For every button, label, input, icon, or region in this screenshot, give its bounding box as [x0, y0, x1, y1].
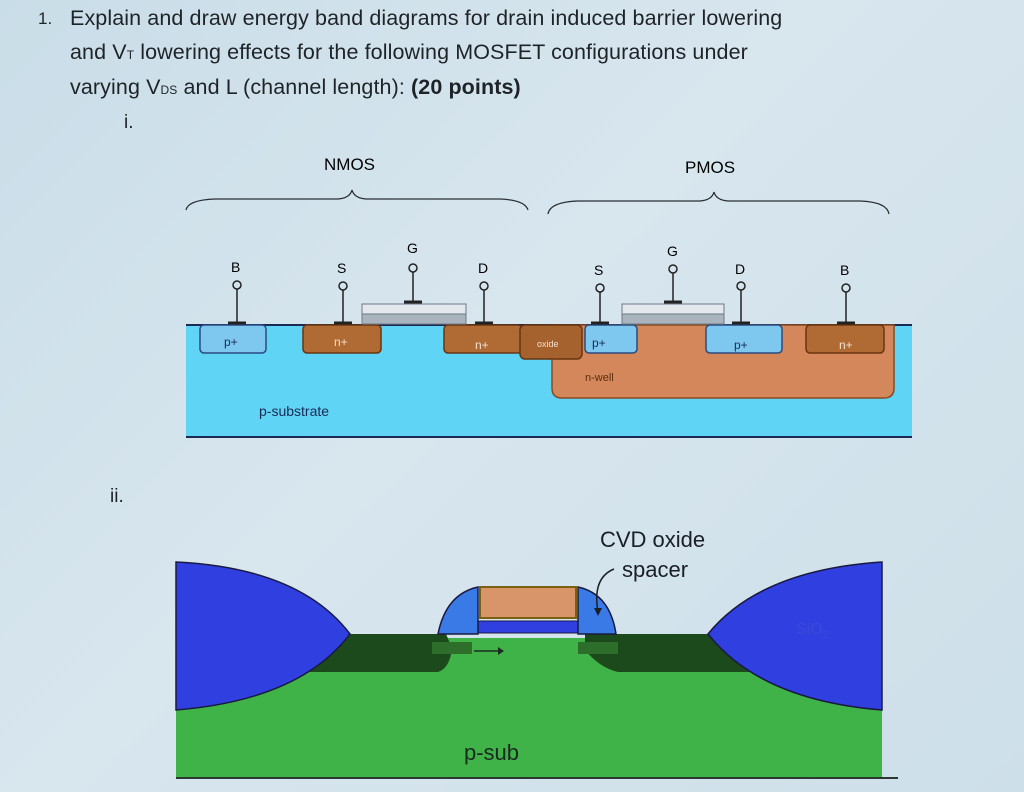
sio2-subscript: 2 — [823, 630, 829, 641]
nmos-b-letter: B — [231, 259, 240, 275]
pmos-label: PMOS — [685, 158, 735, 177]
part-i-label: i. — [124, 112, 134, 133]
p-sub-label: p-sub — [464, 740, 519, 765]
vds-subscript: DS — [160, 83, 178, 97]
spacer-pointer-head — [594, 608, 602, 616]
label-nmos-drain-n-plus: n+ — [475, 338, 489, 352]
pmos-g-letter: G — [667, 243, 678, 259]
label-p-substrate: p-substrate — [259, 403, 329, 419]
q2-b: lowering effects for the following MOSFE… — [134, 40, 748, 64]
drain-ldd — [578, 642, 618, 654]
nmos-brace — [185, 189, 529, 211]
question-line-3: varying VDS and L (channel length): (20 … — [70, 75, 521, 100]
question-line-2: and VT lowering effects for the followin… — [70, 40, 748, 65]
label-pmos-source-p-plus: p+ — [592, 336, 606, 350]
nmos-gate-poly — [361, 303, 467, 315]
gate-poly — [479, 586, 577, 619]
nmos-g-terminal — [404, 263, 422, 304]
label-nmos-body-p-plus: p+ — [224, 335, 238, 349]
vt-subscript: T — [126, 48, 135, 62]
field-oxide — [519, 324, 583, 360]
nmos-g-letter: G — [407, 240, 418, 256]
nmos-label: NMOS — [324, 155, 375, 174]
nmos-s-terminal — [334, 281, 352, 325]
q3-a: varying V — [70, 75, 161, 99]
spacer-pointer — [596, 568, 615, 613]
question-number: 1. — [38, 9, 53, 28]
label-nmos-source-n-plus: n+ — [334, 335, 348, 349]
q3-b: and L (channel length): — [177, 75, 411, 99]
pmos-b-terminal — [837, 283, 855, 325]
source-ldd — [432, 642, 472, 654]
pmos-s-terminal — [591, 283, 609, 325]
pmos-g-terminal — [664, 264, 682, 304]
label-oxide: oxide — [537, 339, 559, 349]
nmos-source-n-plus — [302, 324, 382, 354]
pmos-d-terminal — [732, 281, 750, 325]
label-pmos-drain-p-plus: p+ — [734, 338, 748, 352]
part-ii-label: ii. — [110, 486, 124, 507]
pmos-source-p-plus — [584, 324, 638, 354]
pmos-drain-p-plus — [705, 324, 783, 354]
gate-oxide — [477, 620, 579, 634]
nmos-d-letter: D — [478, 260, 488, 276]
right-sio2-locos — [707, 561, 883, 711]
left-sio2-locos — [175, 561, 351, 711]
nmos-s-letter: S — [337, 260, 346, 276]
channel-arrowhead — [498, 647, 504, 655]
q2-a: and V — [70, 40, 127, 64]
sio2-text: SiO — [796, 621, 823, 638]
nmos-body-p-plus — [199, 324, 267, 354]
left-cvd-spacer — [437, 586, 479, 635]
label-pmos-body-n-plus: n+ — [839, 338, 853, 352]
pmos-gate-poly — [621, 303, 725, 315]
nmos-b-terminal — [228, 280, 246, 325]
cvd-oxide-label: CVD oxide — [600, 527, 705, 552]
pmos-b-letter: B — [840, 262, 849, 278]
pmos-s-letter: S — [594, 262, 603, 278]
sio2-label: SiO2 — [796, 621, 829, 641]
pmos-body-n-plus — [805, 324, 885, 354]
spacer-label: spacer — [622, 557, 688, 582]
question-line-1: Explain and draw energy band diagrams fo… — [70, 6, 783, 30]
pmos-brace — [547, 191, 890, 215]
label-n-well: n-well — [585, 372, 614, 384]
pmos-d-letter: D — [735, 261, 745, 277]
nmos-d-terminal — [475, 281, 493, 325]
points-label: (20 points) — [411, 75, 521, 99]
